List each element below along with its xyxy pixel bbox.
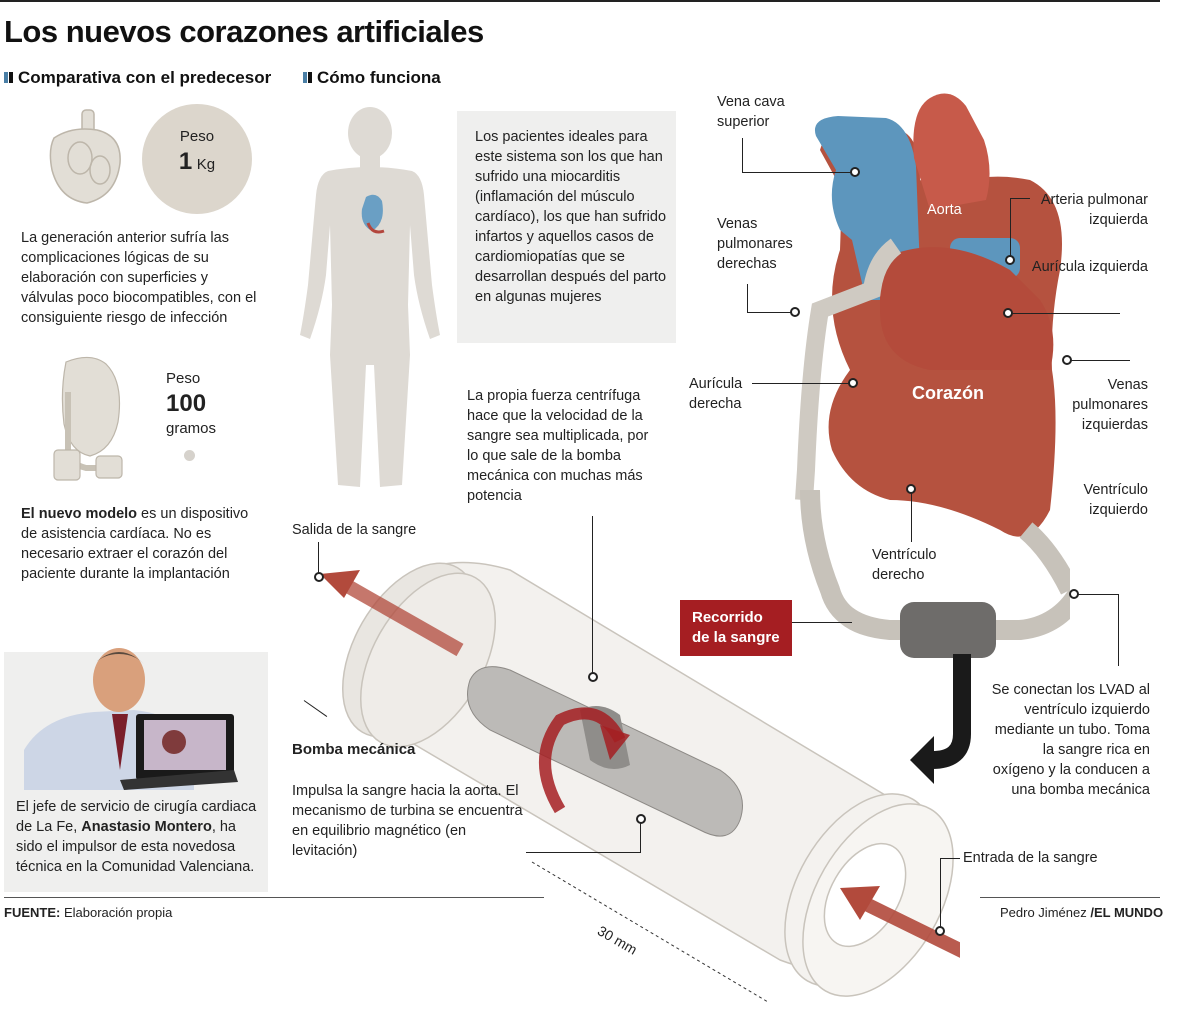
section-heading-how: Cómo funciona bbox=[303, 68, 441, 88]
doctor-caption: El jefe de servicio de cirugía cardiaca … bbox=[16, 797, 264, 877]
new-weight-dot bbox=[184, 450, 195, 461]
dot-vena-cava bbox=[850, 167, 860, 177]
dot-centrifugal bbox=[588, 672, 598, 682]
footer-outlet: /EL MUNDO bbox=[1090, 905, 1164, 920]
dot-entrada bbox=[935, 926, 945, 936]
label-lvad: Se conectan los LVAD al ventrículo izqui… bbox=[991, 682, 1150, 798]
label-auricula-der: Aurícula derecha bbox=[689, 376, 743, 412]
leader-venas-der-h bbox=[747, 312, 793, 313]
dot-auricula-der bbox=[848, 378, 858, 388]
old-model-text: La generación anterior sufría las compli… bbox=[21, 230, 257, 326]
patients-text: Los pacientes ideales para este sistema … bbox=[475, 129, 667, 305]
old-weight-value: 1 Kg bbox=[142, 148, 252, 176]
old-weight-circle bbox=[142, 104, 252, 214]
leader-bomba bbox=[526, 852, 641, 853]
dot-venas-izq bbox=[1062, 355, 1072, 365]
label-ventriculo-izq: Ventrículo izquierdo bbox=[1083, 482, 1149, 518]
doctor-caption-pre: El jefe de servicio de cirugía cardiaca … bbox=[16, 799, 257, 835]
label-venas-pulm-izq: Venas pulmonares izquierdas bbox=[1072, 377, 1148, 433]
leader-arteria-h bbox=[1010, 198, 1030, 199]
old-weight-unit: Kg bbox=[196, 156, 216, 173]
new-weight-unit: gramos bbox=[166, 420, 217, 437]
new-weight-value: 100 bbox=[166, 390, 207, 417]
footer-source-label: FUENTE: bbox=[4, 905, 61, 920]
bomba-title: Bomba mecánica bbox=[292, 741, 416, 758]
leader-lvad bbox=[1118, 594, 1119, 666]
label-vena-cava: Vena cava superior bbox=[717, 94, 785, 130]
doctor-caption-post: , ha sido el impulsor de esta novedosa t… bbox=[16, 819, 255, 875]
label-arteria-pulmonar: Arteria pulmonar izquierda bbox=[1040, 192, 1148, 228]
leader-auricula-der bbox=[752, 383, 850, 384]
leader-venas-der bbox=[747, 284, 748, 312]
heart-outflow-arrow bbox=[910, 654, 971, 784]
footer-author: Pedro Jiménez bbox=[1000, 905, 1087, 920]
footer-credit: Pedro Jiménez /EL MUNDO bbox=[1000, 905, 1163, 920]
dot-salida bbox=[314, 572, 324, 582]
doctor-name: Anastasio Montero bbox=[81, 819, 212, 835]
leader-ventriculo-der bbox=[911, 492, 912, 542]
leader-entrada-h bbox=[940, 858, 960, 859]
new-model-bold: El nuevo modelo bbox=[21, 506, 138, 522]
leader-recorrido bbox=[792, 622, 852, 623]
leader-lvad-h bbox=[1075, 594, 1119, 595]
centrifugal-text: La propia fuerza centrífuga hace que la … bbox=[467, 388, 649, 504]
old-weight-label: Peso bbox=[179, 128, 215, 145]
doctor-photo bbox=[24, 648, 238, 790]
page-title: Los nuevos corazones artificiales bbox=[4, 14, 484, 49]
patients-box bbox=[457, 111, 676, 343]
label-aorta: Aorta bbox=[927, 202, 962, 218]
leader-venas-izq bbox=[1070, 360, 1130, 361]
top-rule bbox=[0, 0, 1160, 2]
label-recorrido: Recorrido de la sangre bbox=[680, 600, 792, 656]
leader-entrada bbox=[940, 858, 941, 928]
footer-source-value: Elaboración propia bbox=[63, 905, 173, 920]
leader-vena-cava-h bbox=[742, 172, 852, 173]
footer-rule-right bbox=[980, 897, 1160, 898]
dot-lvad bbox=[1069, 589, 1079, 599]
new-model-text: El nuevo modelo es un dispositivo de asi… bbox=[21, 504, 261, 584]
label-venas-pulm-der: Venas pulmonares derechas bbox=[717, 216, 793, 272]
dot-arteria bbox=[1005, 255, 1015, 265]
footer-rule-left bbox=[4, 897, 544, 898]
new-model-rest: es un dispositivo de asistencia cardíaca… bbox=[21, 506, 249, 582]
old-weight-number: 1 bbox=[178, 148, 193, 175]
heart-illustration bbox=[795, 93, 1070, 658]
footer-source: FUENTE: Elaboración propia bbox=[4, 905, 172, 920]
label-salida: Salida de la sangre bbox=[292, 522, 417, 538]
label-entrada: Entrada de la sangre bbox=[963, 850, 1098, 866]
section-heading-compare: Comparativa con el predecesor bbox=[4, 68, 271, 88]
pump-illustration bbox=[320, 561, 960, 1003]
new-device-illustration bbox=[53, 356, 123, 481]
leader-vena-cava bbox=[742, 138, 743, 172]
leader-arteria bbox=[1010, 198, 1011, 258]
label-auricula-izq: Aurícula izquierda bbox=[1031, 259, 1148, 275]
old-heart-illustration bbox=[49, 109, 121, 204]
dot-bomba bbox=[636, 814, 646, 824]
leader-salida bbox=[318, 542, 319, 576]
dot-venas-der bbox=[790, 307, 800, 317]
body-silhouette bbox=[300, 107, 440, 487]
label-corazon: Corazón bbox=[912, 383, 984, 403]
bomba-text: Impulsa la sangre hacia la aorta. El mec… bbox=[292, 783, 523, 859]
dot-auricula-izq bbox=[1003, 308, 1013, 318]
label-ventriculo-der: Ventrículo derecho bbox=[872, 547, 937, 583]
leader-auricula-izq bbox=[1010, 313, 1120, 314]
dot-ventriculo-der bbox=[906, 484, 916, 494]
new-weight-label: Peso bbox=[166, 370, 201, 387]
leader-bomba-v bbox=[640, 818, 641, 853]
leader-centrifugal bbox=[592, 516, 593, 676]
